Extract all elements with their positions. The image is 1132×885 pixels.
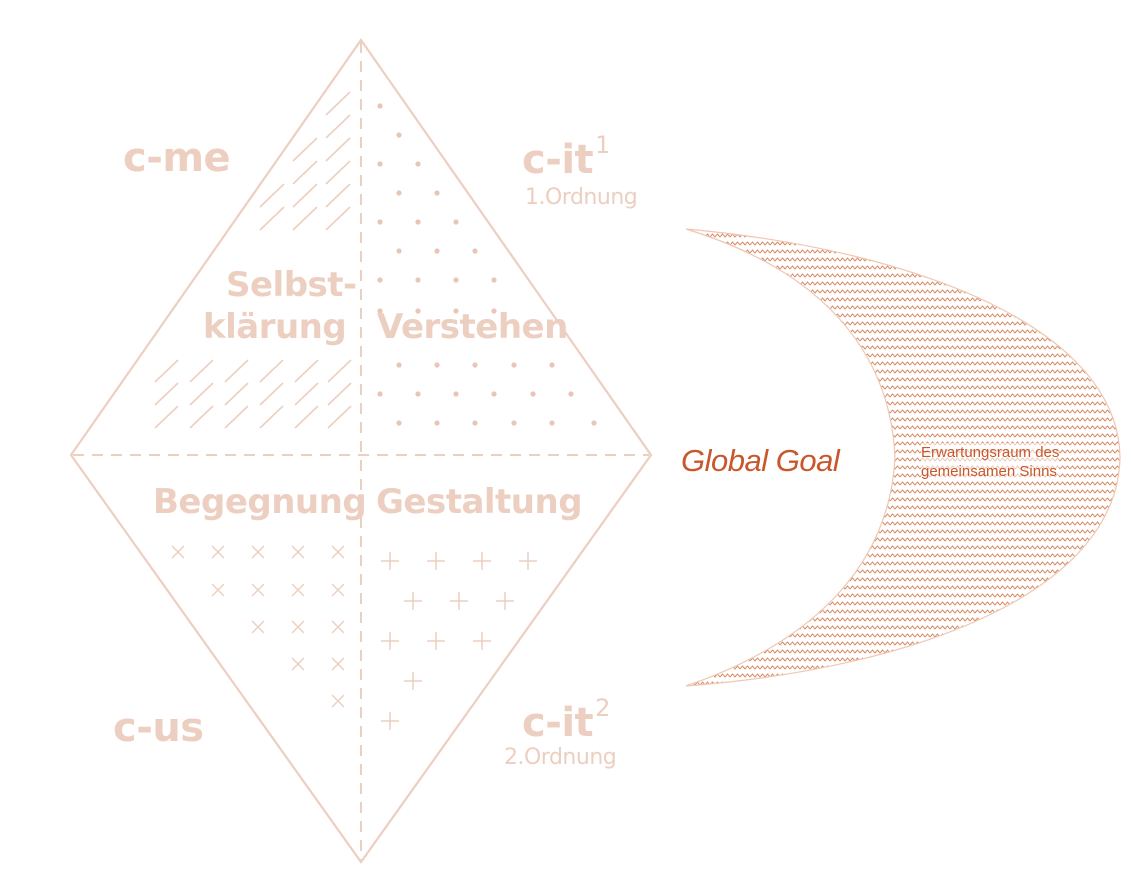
corner-label-c-me: c-me xyxy=(123,135,231,181)
diamond-outline xyxy=(69,38,653,864)
dots-pattern xyxy=(377,103,597,426)
diagonal-lines-pattern xyxy=(154,91,352,429)
crescent-shape xyxy=(685,228,1121,687)
crescent-label-line1: Erwartungsraum des xyxy=(921,444,1060,461)
crescent-label-line2: gemeinsamen Sinns xyxy=(921,463,1057,480)
plus-marks-pattern xyxy=(381,552,537,730)
ordnung-1-label: 1.Ordnung xyxy=(525,185,638,210)
c-it-1-superscript: 1 xyxy=(595,131,610,159)
corner-label-c-us: c-us xyxy=(113,705,204,751)
x-marks-pattern xyxy=(171,545,345,708)
quadrant-label-selbst: Selbst- xyxy=(226,265,357,305)
c-it-2-superscript: 2 xyxy=(595,694,610,722)
quadrant-label-verstehen: Verstehen xyxy=(377,307,568,347)
c-it-2-text: c-it xyxy=(522,700,594,746)
global-goal-label: Global Goal xyxy=(681,443,840,478)
corner-label-c-it-2: c-it2 xyxy=(522,696,610,746)
quadrant-label-begegnung: Begegnung xyxy=(153,482,367,522)
c-it-1-text: c-it xyxy=(522,137,594,183)
corner-label-c-it-1: c-it1 xyxy=(522,133,610,183)
quadrant-label-gestaltung: Gestaltung xyxy=(376,482,583,522)
crescent-label: Erwartungsraum des gemeinsamen Sinns xyxy=(921,443,1060,481)
ordnung-2-label: 2.Ordnung xyxy=(504,745,617,770)
quadrant-label-klaerung: klärung xyxy=(203,307,347,347)
